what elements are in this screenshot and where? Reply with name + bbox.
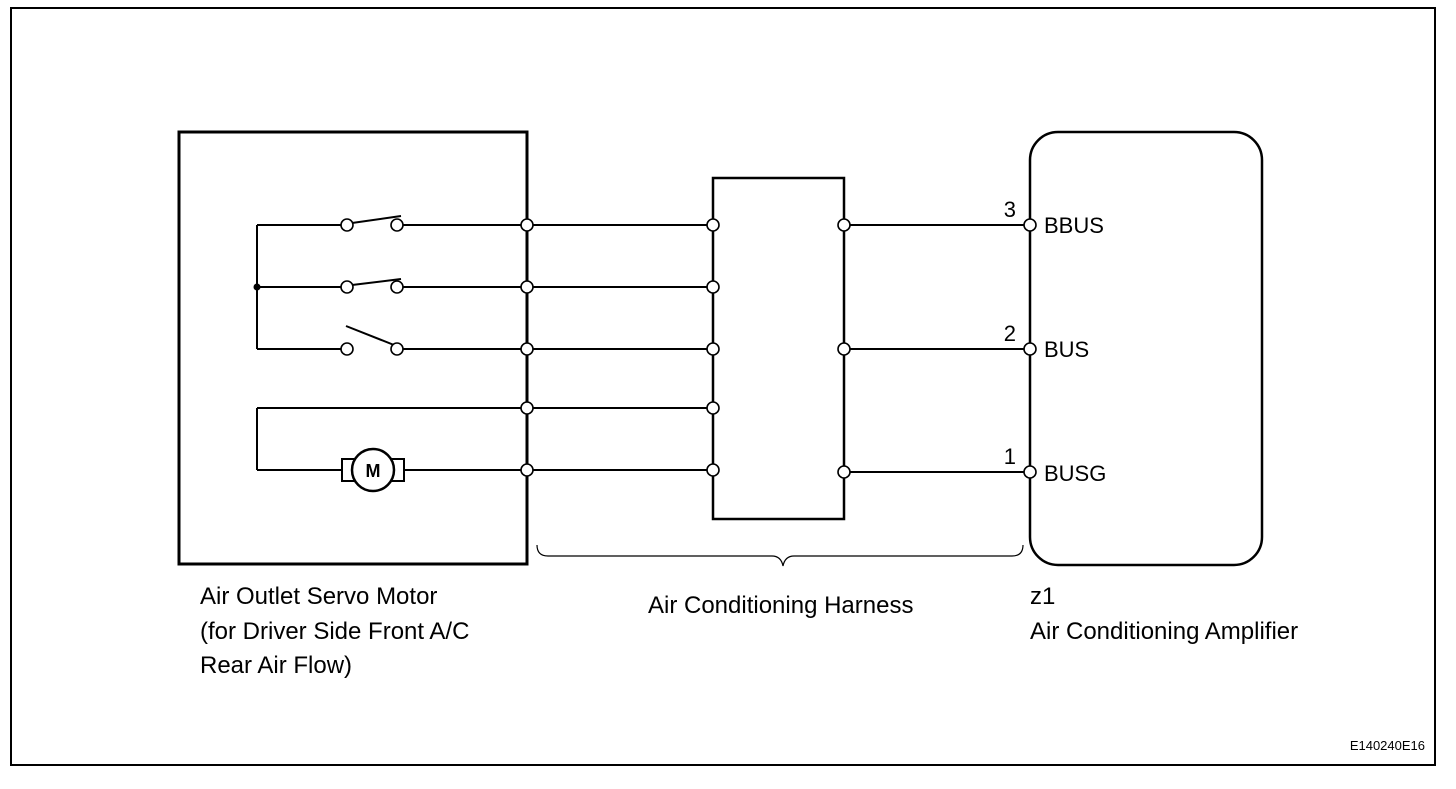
terminal-icon (1023, 465, 1037, 479)
terminal-icon (706, 463, 720, 477)
terminal-icon (706, 280, 720, 294)
terminal-icon (520, 218, 534, 232)
amplifier-terminals (1023, 218, 1037, 479)
harness-box (711, 176, 846, 521)
terminal-icon (1023, 218, 1037, 232)
pin-number-busg: 1 (1004, 444, 1016, 469)
terminal-icon (706, 218, 720, 232)
harness-left-terminals (706, 218, 720, 477)
pin-name-bus: BUS (1044, 337, 1089, 362)
motor-loop-wiring (256, 407, 521, 471)
terminal-icon (520, 401, 534, 415)
terminal-icon (837, 218, 851, 232)
servo-motor-label: Air Outlet Servo Motor (for Driver Side … (200, 583, 469, 679)
servo-connector-terminals (520, 218, 534, 477)
terminal-icon (520, 280, 534, 294)
switch-icon (257, 325, 521, 356)
switch-icon (257, 215, 521, 232)
terminal-icon (837, 342, 851, 356)
terminal-icon (837, 465, 851, 479)
terminal-icon (706, 401, 720, 415)
terminal-icon (706, 342, 720, 356)
servo-to-harness-wires (533, 224, 707, 471)
pin-number-bus: 2 (1004, 321, 1016, 346)
servo-motor-label-line-2: (for Driver Side Front A/C (200, 618, 469, 645)
harness-to-amplifier-wires (850, 224, 1024, 473)
terminal-icon (520, 342, 534, 356)
motor-icon: M (341, 447, 405, 493)
switch-icon (257, 278, 521, 294)
harness-brace (536, 544, 1024, 567)
pin-number-bbus: 3 (1004, 197, 1016, 222)
pin-name-bbus: BBUS (1044, 213, 1104, 238)
terminal-icon (1023, 342, 1037, 356)
figure-frame (10, 7, 1436, 766)
harness-label: Air Conditioning Harness (648, 592, 913, 619)
amplifier-connector-id: z1 (1030, 583, 1055, 610)
motor-symbol-label: M (366, 461, 381, 481)
figure-code: E140240E16 (1350, 738, 1425, 753)
servo-motor-label-line-3: Rear Air Flow) (200, 652, 352, 679)
pin-name-busg: BUSG (1044, 461, 1106, 486)
servo-motor-label-line-1: Air Outlet Servo Motor (200, 583, 437, 610)
amplifier-name: Air Conditioning Amplifier (1030, 618, 1298, 645)
terminal-icon (520, 463, 534, 477)
amplifier-label: z1 Air Conditioning Amplifier (1030, 583, 1298, 645)
